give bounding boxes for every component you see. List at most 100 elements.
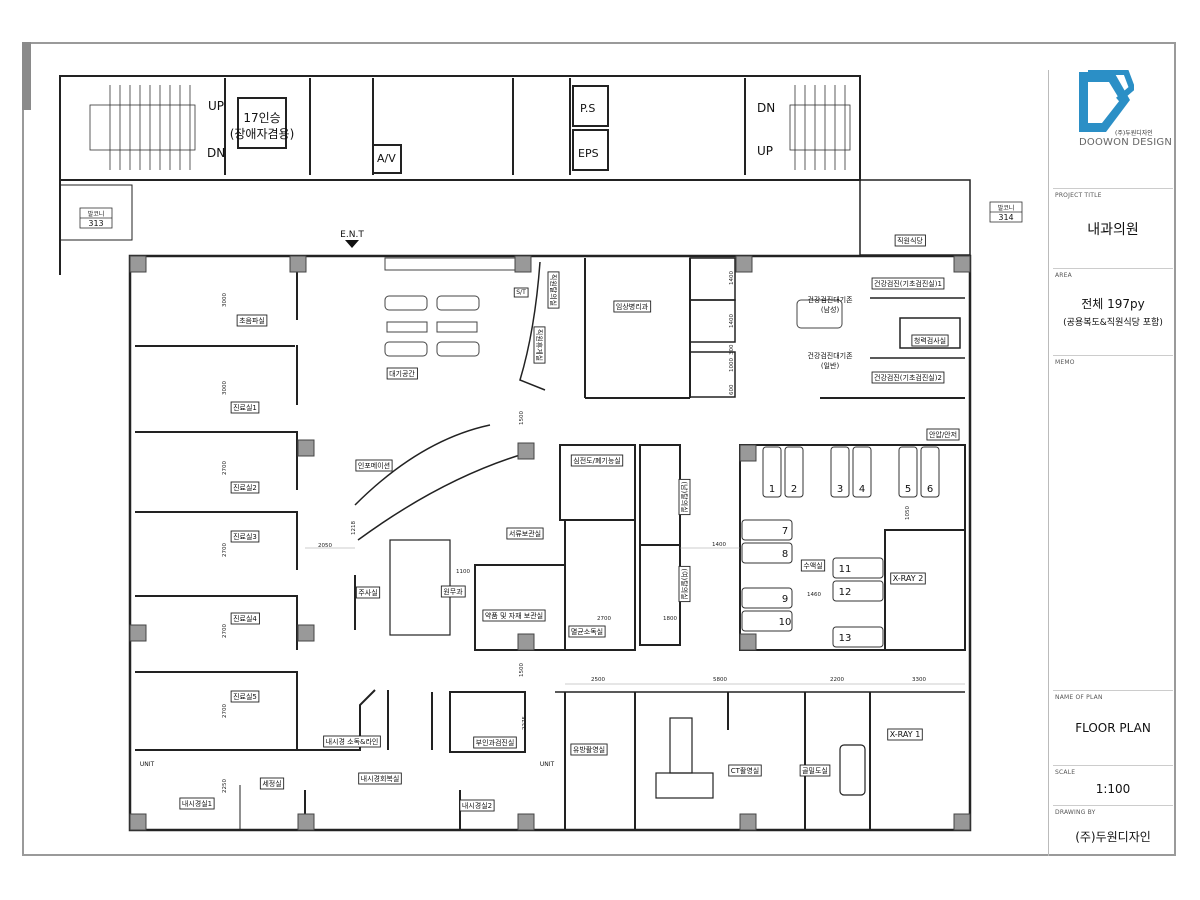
room-label-box	[179, 797, 215, 810]
stair-up-right: UP	[757, 144, 773, 158]
dimension: 3300	[912, 677, 926, 683]
room-label-information: 인포메이션	[358, 461, 390, 470]
dimension: 5800	[713, 677, 727, 683]
checkup-waiting-general: 건강검진대기존	[807, 351, 853, 360]
room-label-checkup-basic1: 건강검진(기초검진실)1	[874, 279, 942, 288]
room-label-box	[482, 609, 546, 622]
room-label-box	[230, 401, 260, 414]
unit-labels: UNIT UNIT	[140, 761, 555, 768]
room-label-box	[236, 314, 268, 327]
room-label-iv: 수액실	[803, 561, 822, 570]
room-label-box	[230, 690, 260, 703]
room-label-female-changing: (여)탈의실	[680, 568, 689, 599]
column	[953, 255, 971, 273]
dimension: 2050	[318, 543, 332, 549]
project-title-section: PROJECT TITLE 내과의원	[1053, 188, 1173, 269]
logo-company-kr: (주)두원디자인	[1115, 130, 1153, 137]
column	[517, 442, 535, 460]
room-label-endoscopy2: 내시경실2	[462, 801, 492, 810]
eps-label: EPS	[578, 147, 599, 160]
drawing-by-section: DRAWING BY (주)두원디자인	[1053, 805, 1173, 856]
dimension: 2700	[222, 704, 228, 718]
dimension: 1000	[729, 358, 735, 372]
stairs-left	[89, 85, 196, 170]
unit-label: UNIT	[140, 761, 155, 768]
bed-number: 10	[779, 617, 792, 628]
checkup-waiting-labels: 건강검진대기존 (남성) 건강검진대기존 (일반)	[807, 295, 853, 370]
room-label-clinical-pathology: 임상병리과	[616, 302, 649, 311]
room-label-box	[230, 530, 260, 543]
dimension: 1500	[519, 663, 525, 677]
room-label-ecg: 심전도/폐기능실	[573, 456, 620, 465]
dimension: 2700	[222, 624, 228, 638]
curved-wall	[519, 261, 546, 391]
elevator-capacity: 17인승	[243, 111, 280, 125]
core-outline	[59, 75, 861, 181]
room-label-box	[459, 799, 495, 812]
room-label-box	[568, 625, 606, 638]
sterilization-room	[564, 519, 636, 651]
room-label-box	[800, 559, 826, 572]
room-label-endoscopy1: 내시경실1	[182, 799, 212, 808]
dimension: 2700	[597, 616, 611, 622]
room-label-ct: CT촬영실	[731, 766, 759, 775]
dimension: 3000	[222, 293, 228, 307]
room-label-gynecology: 부인과검진실	[476, 738, 515, 747]
drawing-by: (주)두원디자인	[1075, 830, 1151, 844]
room-label-box	[871, 277, 945, 290]
drawing-frame	[22, 42, 1176, 856]
dimension: 2200	[830, 677, 844, 683]
dimension: 1100	[456, 569, 470, 575]
dimension-lines	[305, 547, 965, 685]
memo-section: MEMO	[1053, 355, 1173, 691]
balcony-labels: 발코니 313 발코니 314	[79, 201, 1023, 229]
room-label-box	[230, 612, 260, 625]
column	[289, 255, 307, 273]
column	[517, 633, 535, 651]
room-label-xray1: X-RAY 1	[890, 730, 921, 739]
column	[739, 633, 757, 651]
room-label-box	[894, 234, 926, 247]
room-label-box	[799, 764, 831, 777]
room-label-box	[887, 728, 923, 741]
ct-table	[655, 772, 714, 799]
ps-shaft	[572, 85, 609, 127]
elevator	[237, 97, 287, 149]
room-label-eye-pressure: 안압/안저	[929, 430, 957, 439]
room-label-washroom: 세정실	[262, 779, 281, 788]
ct-gantry	[669, 717, 693, 774]
bed-number: 5	[905, 484, 911, 495]
room-label-xray2: X-RAY 2	[893, 574, 924, 583]
project-title-caption: PROJECT TITLE	[1055, 192, 1102, 199]
dimension: 2700	[222, 543, 228, 557]
balcony-314-number: 314	[998, 213, 1013, 222]
entrance-arrow-icon	[345, 240, 359, 248]
room-label-box	[230, 481, 260, 494]
balcony-313	[59, 184, 133, 241]
dimension: 1050	[905, 506, 911, 520]
room-label-endoscopy-disinfection: 내시경 소독&라인	[326, 737, 379, 746]
room-label-box	[355, 586, 381, 599]
balcony-313-label: 발코니	[88, 210, 105, 218]
room-label-box	[440, 585, 466, 598]
room-label-st: S/T	[516, 289, 526, 296]
eps-shaft	[572, 129, 609, 171]
room-label-box	[533, 326, 546, 364]
unit-label: UNIT	[540, 761, 555, 768]
room-label-box	[358, 772, 402, 785]
gynecology-room	[449, 691, 526, 753]
column	[514, 255, 532, 273]
column	[129, 255, 147, 273]
room-label-medicine-storage: 약품 및 자재 보관실	[485, 611, 543, 620]
columns	[129, 255, 971, 831]
column	[953, 813, 971, 831]
room-label-box	[678, 565, 691, 603]
wall	[296, 689, 376, 751]
dimension-labels: 3000 3000 2700 2700 2700 2700 2250 2050 …	[222, 271, 926, 793]
room-label-box	[506, 527, 544, 540]
dimension: 2250	[222, 779, 228, 793]
room-label-box	[570, 454, 624, 467]
stair-dn-label: DN	[207, 146, 225, 160]
room-labels: 직원식당 초음파실 진료실1 진료실2 진료실3 진료실4 진료실5 대기공간 …	[179, 234, 960, 812]
